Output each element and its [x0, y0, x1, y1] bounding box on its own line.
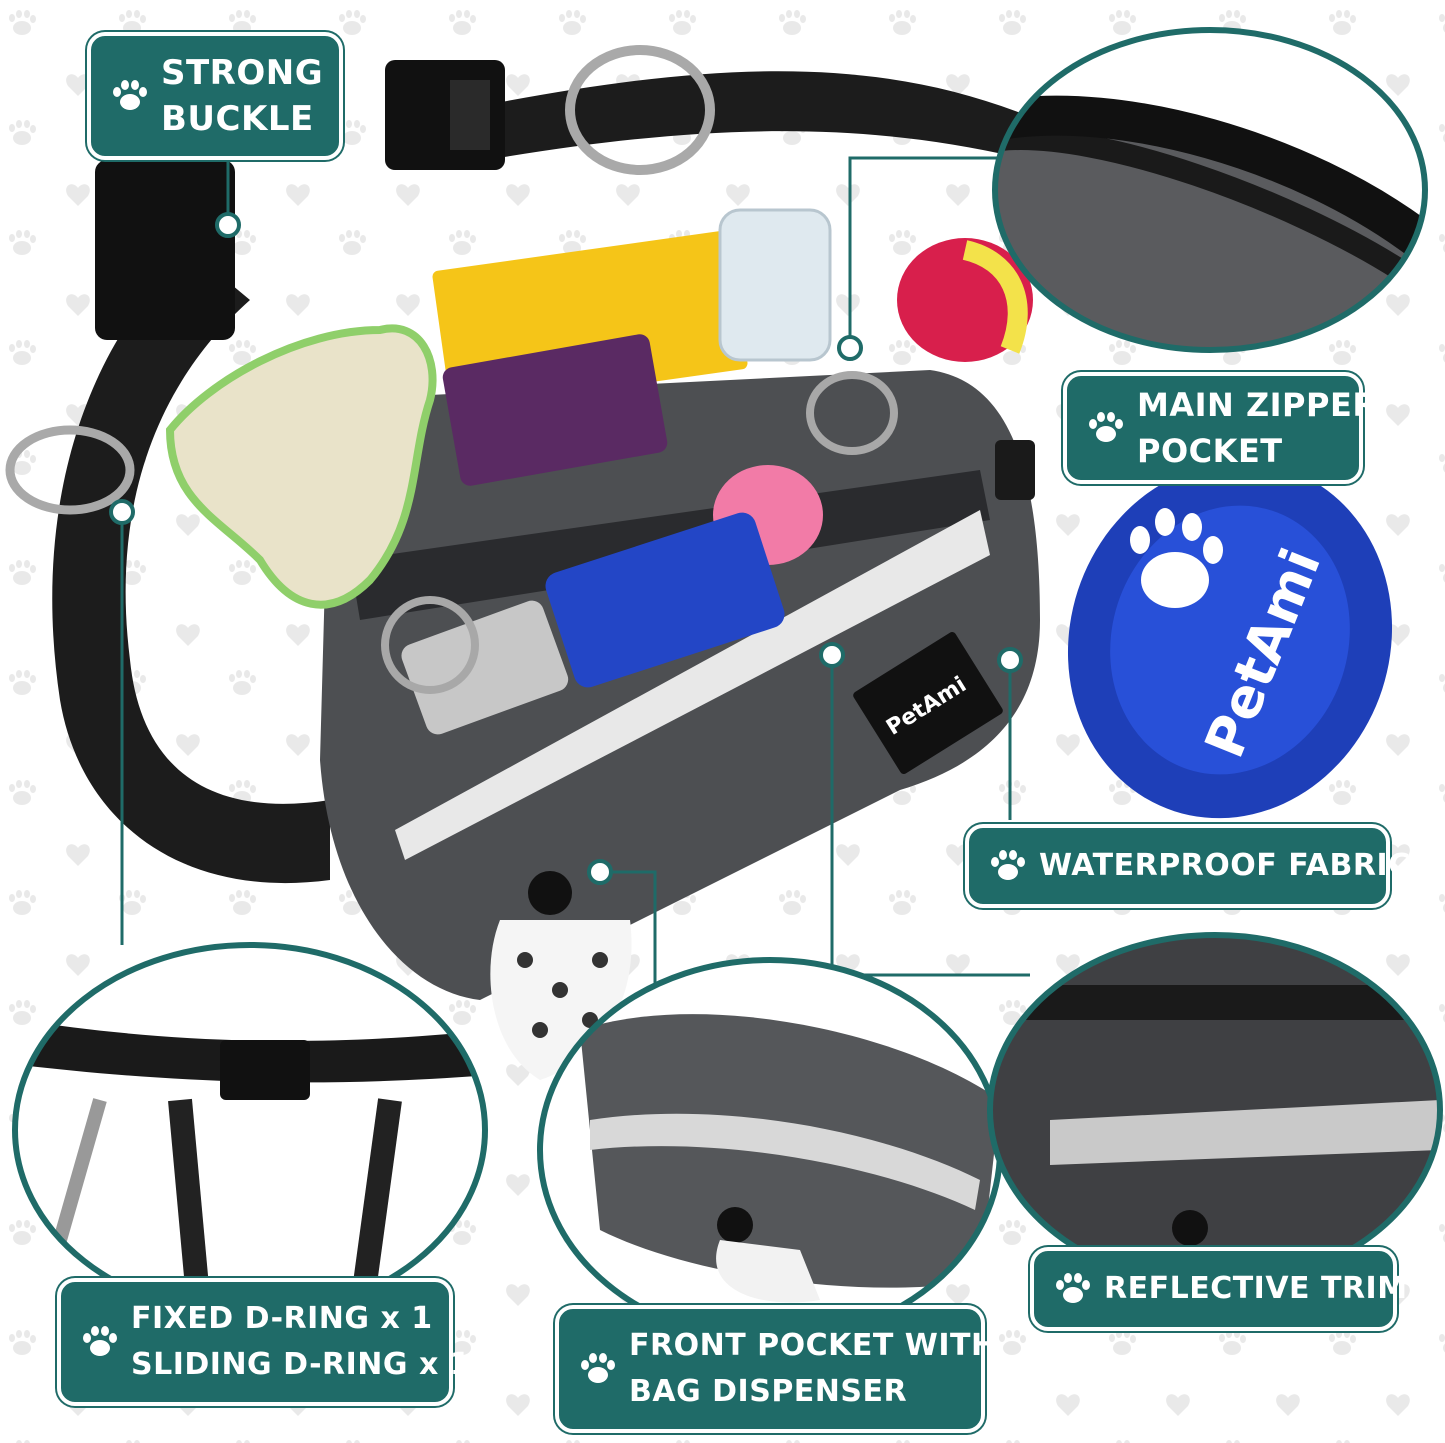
paw-icon — [581, 1353, 615, 1383]
label-line: FRONT POCKET WITH — [629, 1328, 997, 1363]
label-line: FIXED D-RING x 1 — [131, 1301, 433, 1336]
bag-roll — [545, 512, 785, 688]
bag-tag — [853, 632, 1003, 774]
label-line: MAIN ZIPPER — [1137, 386, 1378, 424]
label-line: STRONG — [161, 53, 324, 93]
label-line: BUCKLE — [161, 99, 314, 139]
d-ring-icon — [565, 45, 715, 175]
label-d-ring: FIXED D-RING x 1 SLIDING D-RING x 1 — [57, 1278, 471, 1406]
label-line: WATERPROOF FABRIC — [1039, 848, 1411, 883]
label-line: REFLECTIVE TRIM — [1104, 1271, 1408, 1306]
label-strong-buckle: STRONG BUCKLE — [87, 32, 343, 160]
paw-icon — [1089, 412, 1123, 442]
label-waterproof-fabric: WATERPROOF FABRIC — [965, 824, 1410, 908]
car-key — [401, 600, 569, 735]
hand-sanitizer — [718, 208, 832, 362]
inset-front-pocket — [537, 957, 1003, 1343]
label-line: SLIDING D-RING x 1 — [131, 1347, 472, 1382]
paw-icon — [113, 80, 147, 110]
inset-reflective-trim — [987, 932, 1443, 1288]
waist-strap — [410, 71, 1130, 190]
inset-main-zipper — [992, 27, 1428, 353]
label-line: BAG DISPENSER — [629, 1374, 908, 1409]
label-front-pocket: FRONT POCKET WITH BAG DISPENSER — [555, 1305, 996, 1433]
label-line: POCKET — [1137, 432, 1283, 470]
label-main-zipper: MAIN ZIPPER POCKET — [1063, 372, 1377, 484]
paw-icon — [991, 850, 1025, 880]
wallet — [442, 334, 668, 486]
bowl-paw-icon — [1130, 508, 1223, 608]
paw-icon — [1056, 1273, 1090, 1303]
bone-toy — [165, 324, 437, 609]
label-reflective-trim: REFLECTIVE TRIM — [1030, 1247, 1407, 1331]
inset-d-ring — [12, 942, 488, 1318]
paw-icon — [83, 1326, 117, 1356]
reflective-strip — [395, 510, 990, 860]
